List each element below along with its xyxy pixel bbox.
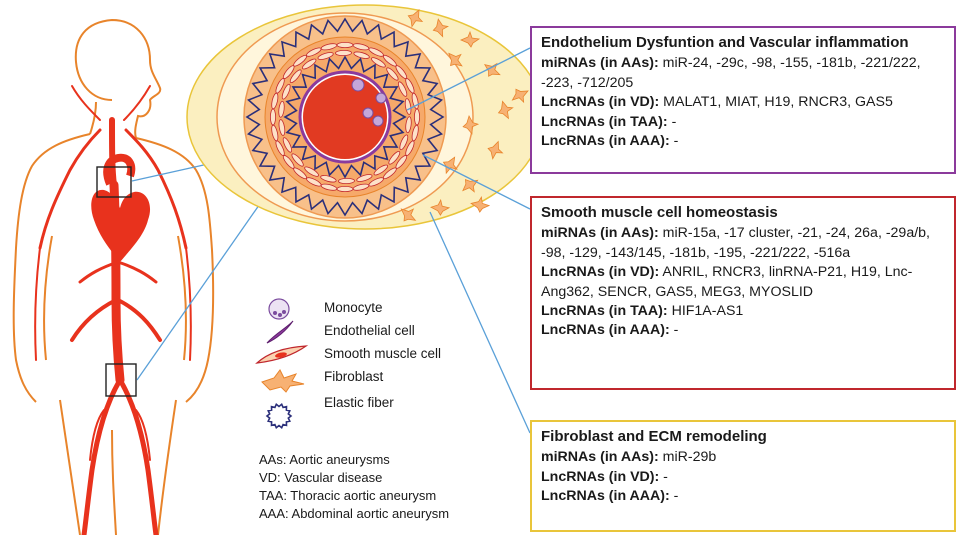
legend-label-smooth-muscle-cell: Smooth muscle cell	[324, 346, 442, 361]
fibroblast-cell	[487, 140, 504, 160]
elastic-fiber-layer	[245, 17, 445, 217]
abdominal-selection-box	[105, 363, 137, 397]
fibroblast-cell	[497, 100, 514, 120]
legend-label-monocyte: Monocyte	[324, 300, 383, 315]
fibroblast-cell	[462, 115, 480, 135]
smooth-muscle-cell	[278, 119, 286, 136]
smooth-muscle-row-lnc-aaa: LncRNAs (in AAA): -	[541, 322, 679, 339]
fibroblast-cell	[470, 195, 491, 213]
monocyte-icon	[268, 298, 290, 320]
smooth-muscle-cell	[291, 153, 304, 167]
smooth-muscle-panel: Smooth muscle cell homeostasis miRNAs (i…	[530, 196, 956, 390]
smooth-muscle-cell	[289, 69, 302, 83]
fibroblast-cell	[484, 62, 501, 77]
legend-label-fibroblast: Fibroblast	[324, 369, 384, 384]
fibroblast-panel: Fibroblast and ECM remodeling miRNAs (in…	[530, 420, 956, 532]
fibroblast-row-lnc-vd: LncRNAs (in VD): -	[541, 468, 668, 485]
arrow-abdominal-to-vessel	[136, 197, 265, 381]
abbreviation-aas: AAs: Aortic aneurysms	[259, 452, 390, 467]
abbreviation-taa: TAA: Thoracic aortic aneurysm	[259, 488, 437, 503]
smooth-muscle-cell	[404, 98, 412, 115]
smooth-muscle-cell	[336, 42, 354, 49]
vessel-cross-section	[186, 4, 544, 230]
fibroblast-cell	[430, 198, 451, 216]
smooth-muscle-cell	[397, 81, 408, 97]
smooth-muscle-cell	[338, 177, 355, 185]
smooth-muscle-cell	[371, 57, 386, 68]
fibroblast-cell	[432, 18, 450, 38]
smooth-muscle-cell-icon	[255, 345, 309, 364]
smooth-muscle-row-mirna: miRNAs (in AAs): miR-15a, -17 cluster, -…	[541, 225, 930, 261]
smooth-muscle-cell	[405, 116, 412, 134]
smooth-muscle-cell	[317, 52, 334, 60]
fibroblast-cell	[400, 208, 417, 222]
arterial-tree	[34, 85, 192, 535]
elastic-fiber-layer	[283, 55, 407, 179]
smooth-muscle-row-lnc-taa: LncRNAs (in TAA): HIF1A-AS1	[541, 303, 744, 320]
arrow-to-fibroblast-box	[429, 211, 531, 434]
heart	[91, 189, 151, 262]
endothelium-panel: Endothelium Dysfuntion and Vascular infl…	[530, 26, 956, 174]
aortic-arch	[103, 153, 136, 186]
legend-label-elastic-fiber: Elastic fiber	[324, 395, 394, 410]
legend-label-endothelial-cell: Endothelial cell	[324, 323, 415, 338]
fibroblast-cell	[459, 30, 481, 48]
endothelium-row-mirna: miRNAs (in AAs): miR-24, -29c, -98, -155…	[541, 55, 921, 91]
fibroblast-panel-title: Fibroblast and ECM remodeling	[541, 428, 767, 445]
smooth-muscle-cell	[413, 108, 420, 126]
smooth-muscle-cell	[388, 151, 401, 165]
abbreviation-vd: VD: Vascular disease	[259, 470, 383, 485]
smooth-muscle-cell	[356, 174, 373, 182]
arrow-to-endothelium-box	[406, 47, 531, 111]
endothelial-cell-icon	[266, 320, 294, 344]
elastic-fiber-icon-shape	[265, 403, 293, 429]
fibroblast-cell	[511, 88, 529, 104]
smooth-muscle-cell	[278, 100, 285, 118]
smooth-muscle-cell	[302, 58, 317, 70]
thoracic-selection-box	[96, 166, 132, 198]
endothelium-row-lnc-taa: LncRNAs (in TAA): -	[541, 113, 677, 130]
smooth-muscle-row-lnc-vd: LncRNAs (in VD): ANRIL, RNCR3, linRNA-P2…	[541, 264, 913, 300]
fibroblast-cell	[462, 178, 479, 193]
fibroblast-cell	[407, 8, 424, 28]
smooth-muscle-cell	[335, 49, 352, 57]
endothelium-panel-title: Endothelium Dysfuntion and Vascular infl…	[541, 34, 909, 51]
smooth-muscle-cell	[399, 134, 409, 151]
elastic-fiber-icon	[265, 403, 293, 429]
fibroblast-row-lnc-aaa: LncRNAs (in AAA): -	[541, 488, 679, 505]
smooth-muscle-cell	[336, 186, 354, 193]
smooth-muscle-cell	[386, 67, 399, 81]
endothelium-row-lnc-aaa: LncRNAs (in AAA): -	[541, 133, 679, 150]
fibroblast-row-mirna: miRNAs (in AAs): miR-29b	[541, 449, 717, 466]
smooth-muscle-cell	[282, 137, 293, 153]
monocytes-in-lumen	[351, 78, 387, 127]
smooth-muscle-cell	[281, 83, 291, 100]
smooth-muscle-panel-title: Smooth muscle cell homeostasis	[541, 204, 778, 221]
human-body-outline	[12, 18, 215, 535]
fibroblast-icon	[261, 369, 305, 393]
fibroblast-cell	[448, 52, 463, 67]
smooth-muscle-cell	[373, 164, 388, 176]
smooth-muscle-cell	[270, 108, 277, 126]
endothelium-row-lnc-vd: LncRNAs (in VD): MALAT1, MIAT, H19, RNCR…	[541, 94, 893, 111]
abbreviation-aaa: AAA: Abdominal aortic aneurysm	[259, 506, 450, 521]
arrow-to-smooth-muscle-box	[422, 154, 531, 210]
smooth-muscle-cell	[304, 166, 319, 177]
fibroblast-cell	[442, 156, 458, 175]
